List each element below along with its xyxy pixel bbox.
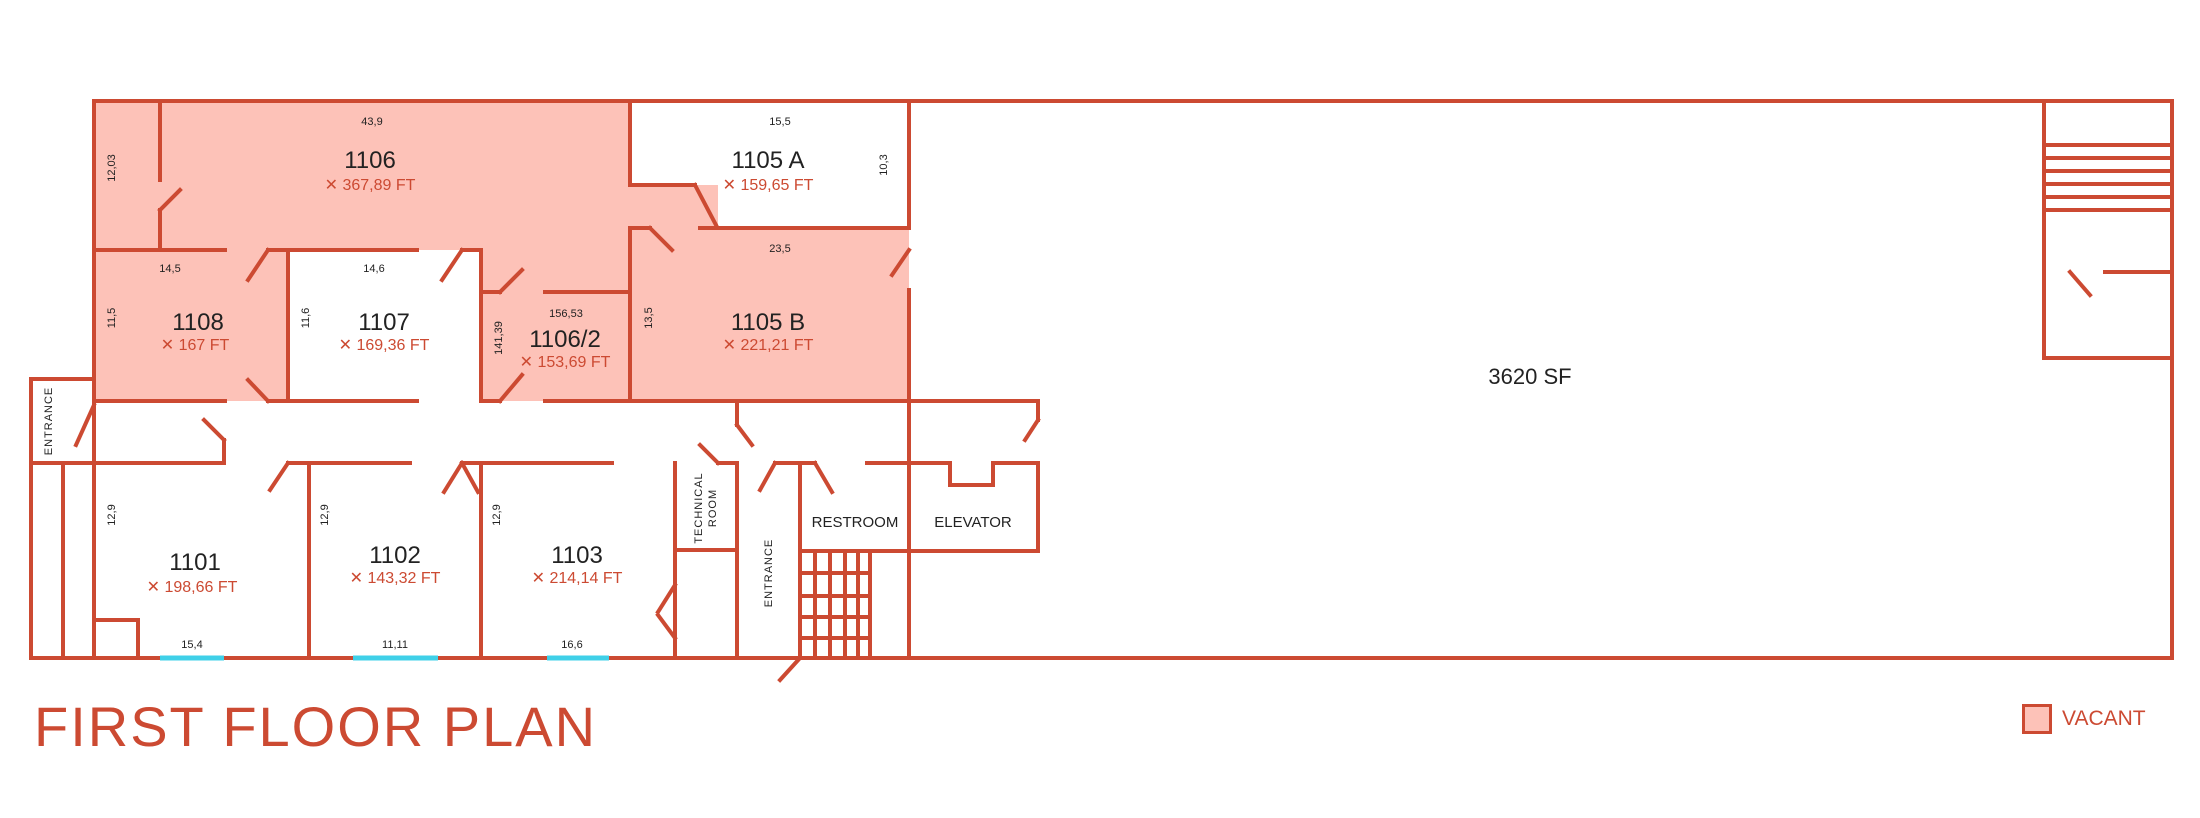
room-number: 1106 [344, 147, 396, 174]
dimension: 11,6 [300, 308, 312, 329]
dimension: 156,53 [549, 308, 583, 320]
dimension: 12,9 [106, 504, 118, 525]
vacant-swatch [2022, 704, 2052, 734]
elevator-label: ELEVATOR [934, 514, 1012, 531]
legend-label: VACANT [2062, 707, 2146, 730]
room-1106[interactable]: 1106 ✕ 367,89 FT 43,9 12,03 [106, 116, 416, 194]
room-number: 1107 [358, 309, 410, 336]
room-number: 1101 [169, 549, 221, 576]
dimension: 14,5 [159, 263, 180, 275]
room-area: ✕ 214,14 FT [532, 570, 623, 587]
room-area: ✕ 169,36 FT [339, 337, 430, 354]
dimension: 12,9 [319, 504, 331, 525]
dimension: 11,5 [106, 308, 118, 329]
room-1107[interactable]: 1107 ✕ 169,36 FT 14,6 11,6 [300, 263, 430, 354]
room-1102[interactable]: 1102 ✕ 143,32 FT 11,11 12,9 [319, 504, 441, 651]
technical-room-label: ROOM [707, 489, 719, 527]
room-1105b[interactable]: 1105 B ✕ 221,21 FT 23,5 13,5 [643, 243, 814, 354]
entrance-label: ENTRANCE [763, 539, 775, 608]
dimension: 15,4 [181, 639, 202, 651]
room-number: 1105 B [731, 309, 805, 336]
room-1106-2[interactable]: 1106/2 ✕ 153,69 FT 156,53 141,39 [493, 308, 611, 371]
room-number: 1105 A [732, 147, 805, 174]
dimension: 23,5 [769, 243, 790, 255]
room-number: 1102 [369, 542, 421, 569]
dimension: 15,5 [769, 116, 790, 128]
room-number: 1108 [172, 309, 224, 336]
room-1101[interactable]: 1101 ✕ 198,66 FT 15,4 12,9 [106, 504, 238, 651]
room-area: ✕ 159,65 FT [723, 177, 814, 194]
entrance-label: ENTRANCE [43, 387, 55, 456]
room-1108-fill [94, 250, 288, 401]
technical-room-label: TECHNICAL [693, 472, 705, 543]
room-area: ✕ 198,66 FT [147, 579, 238, 596]
room-area: ✕ 367,89 FT [325, 177, 416, 194]
dimension: 11,11 [382, 639, 408, 651]
room-1103[interactable]: 1103 ✕ 214,14 FT 16,6 12,9 [491, 504, 623, 651]
room-1105a[interactable]: 1105 A ✕ 159,65 FT 15,5 10,3 [723, 116, 890, 194]
page-title: FIRST FLOOR PLAN [34, 695, 598, 758]
open-space-label: 3620 SF [1488, 364, 1571, 389]
dimension: 12,03 [106, 154, 118, 182]
dimension: 14,6 [363, 263, 384, 275]
room-1106-fill [94, 101, 630, 250]
room-area: ✕ 167 FT [161, 337, 230, 354]
room-area: ✕ 153,69 FT [520, 354, 611, 371]
restroom-label: RESTROOM [812, 514, 899, 531]
room-1108[interactable]: 1108 ✕ 167 FT 14,5 11,5 [106, 263, 230, 354]
dimension: 16,6 [561, 639, 582, 651]
dimension: 43,9 [361, 116, 382, 128]
dimension: 13,5 [643, 307, 655, 328]
vacant-fills [94, 101, 909, 401]
dimension: 141,39 [493, 321, 505, 355]
legend: VACANT [2022, 704, 2146, 734]
dimension: 10,3 [878, 154, 890, 175]
room-area: ✕ 143,32 FT [350, 570, 441, 587]
room-number: 1106/2 [529, 326, 601, 353]
room-number: 1103 [551, 542, 603, 569]
walls [29, 99, 2174, 683]
room-1106-fill-ext [630, 185, 718, 230]
dimension: 12,9 [491, 504, 503, 525]
room-1106-2-fill [481, 250, 630, 401]
room-area: ✕ 221,21 FT [723, 337, 814, 354]
room-1105b-fill [630, 228, 909, 401]
